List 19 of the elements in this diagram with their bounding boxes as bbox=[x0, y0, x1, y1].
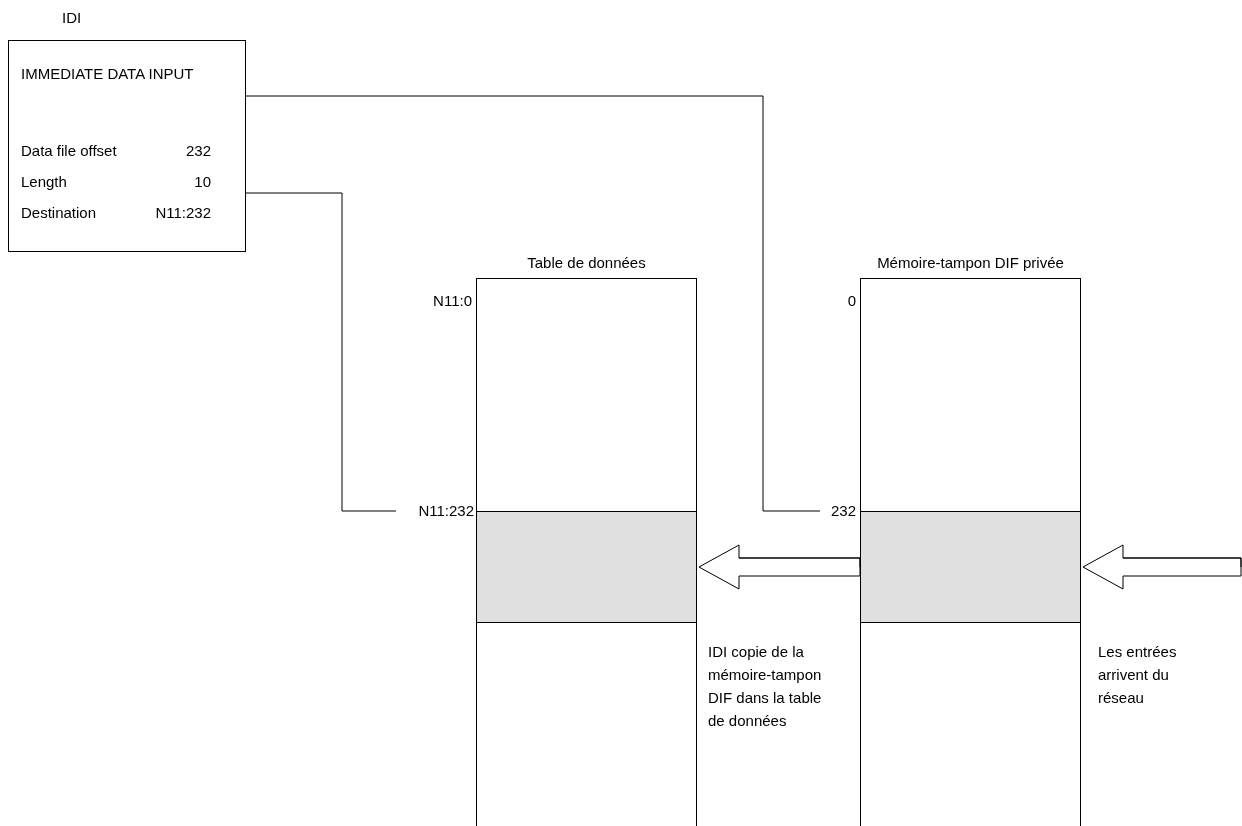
field-value: 232 bbox=[185, 142, 211, 160]
field-value: N11:232 bbox=[155, 204, 211, 222]
connector-line bbox=[245, 192, 397, 512]
field-label: Length bbox=[21, 173, 67, 191]
shaded-memory-block bbox=[860, 511, 1081, 623]
column-heading: Mémoire-tampon DIF privée bbox=[876, 254, 1065, 272]
address-label: N11:0 bbox=[432, 291, 472, 311]
connector-line bbox=[245, 95, 821, 512]
field-label: Destination bbox=[21, 204, 97, 222]
instruction-block bbox=[8, 40, 246, 252]
note-text: Les entrées arrivent du réseau bbox=[1098, 642, 1178, 708]
block-caption: IDI bbox=[62, 9, 82, 27]
shaded-memory-block bbox=[476, 511, 697, 623]
panel-title: IMMEDIATE DATA INPUT bbox=[21, 65, 194, 83]
note-text: IDI copie de la mémoire-tampon DIF dans la table de données bbox=[708, 642, 823, 731]
address-label: 0 bbox=[846, 291, 856, 311]
field-value: 10 bbox=[194, 173, 211, 191]
field-label: Data file offset bbox=[21, 142, 117, 160]
column-heading: Table de données bbox=[526, 254, 647, 272]
